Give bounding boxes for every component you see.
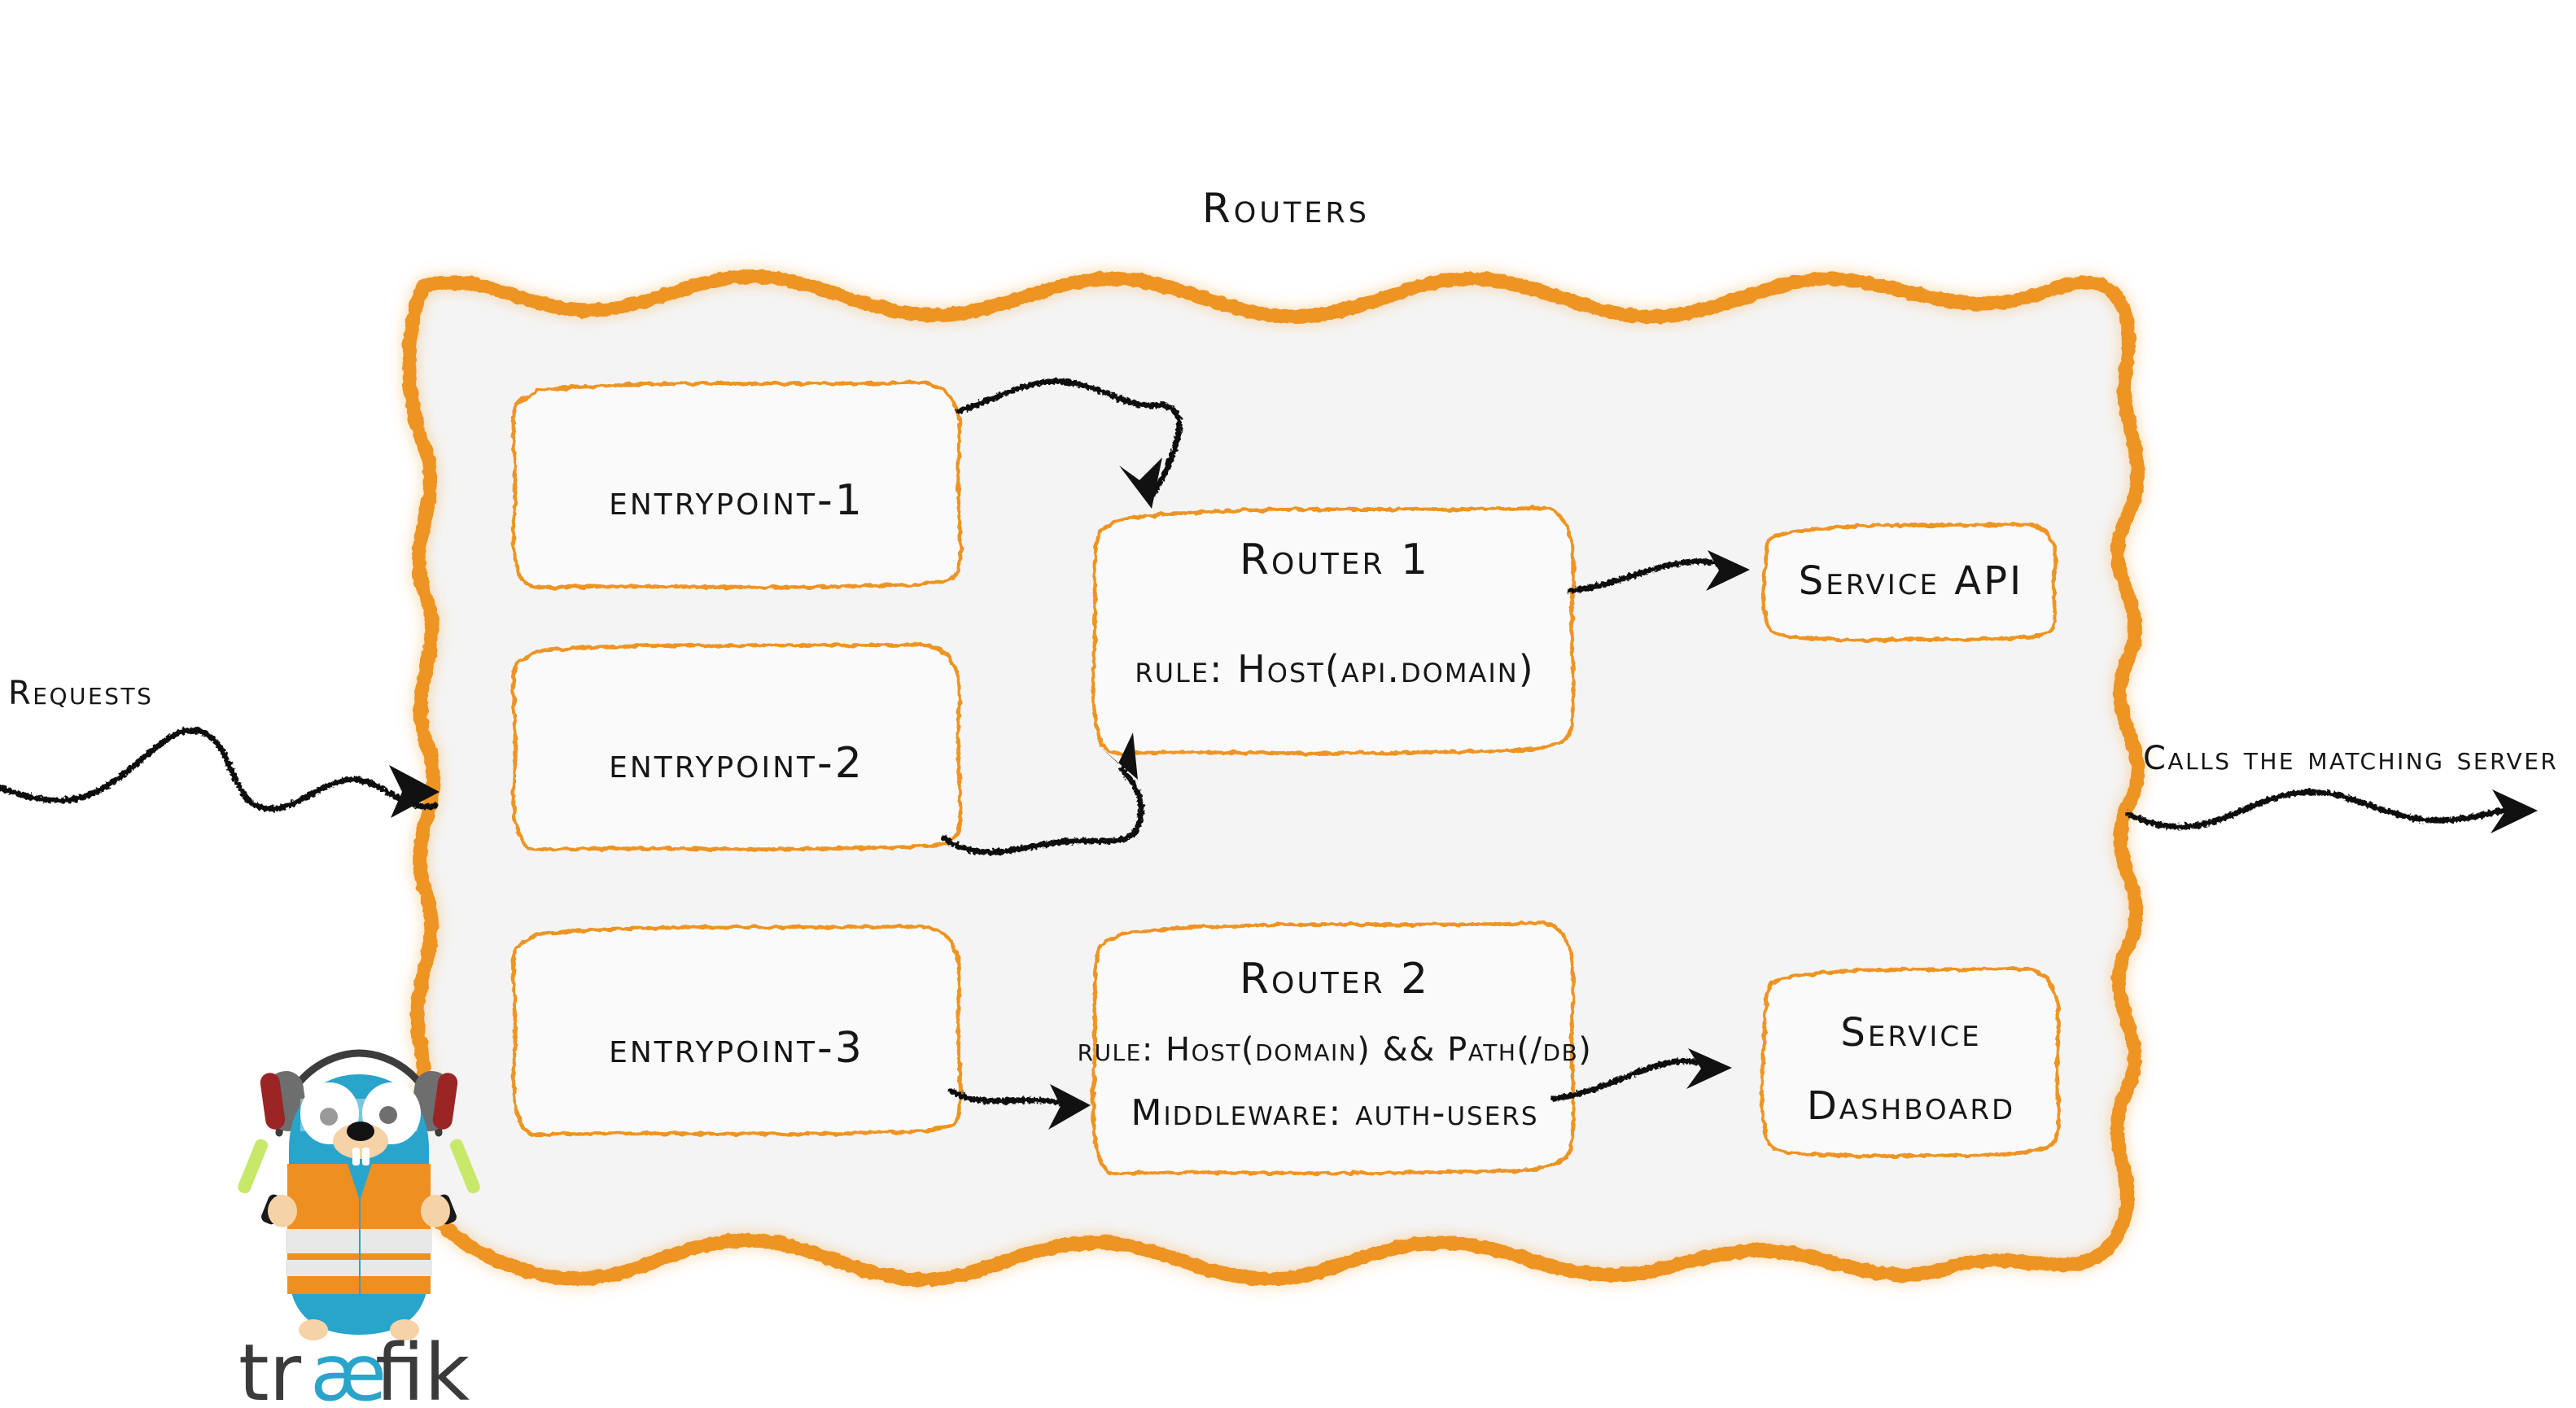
requests-label: Requests: [8, 675, 153, 712]
arrow-router1-to-serviceapi: [1568, 550, 1750, 594]
router-2-name: Router 2: [1240, 955, 1430, 1004]
glowstick-right-icon: [421, 1139, 480, 1227]
router-1-rule: rule: Host(api.domain): [1135, 647, 1534, 691]
entrypoint-3-label: entrypoint-3: [609, 1024, 864, 1073]
service-box-api[interactable]: Service API: [1761, 522, 2058, 642]
service-box-dashboard[interactable]: Service Dashboard: [1760, 966, 2061, 1158]
arrow-entrypoint2-to-router1: [941, 732, 1144, 855]
entrypoint-2-label: entrypoint-2: [609, 739, 864, 788]
arrow-router2-to-servicedashboard: [1550, 1048, 1732, 1102]
arrow-entrypoint3-to-router2: [947, 1084, 1091, 1130]
service-dashboard-line1: Service: [1840, 1010, 1981, 1056]
calls-server-label: Calls the matching server: [2143, 740, 2558, 777]
traefik-wordmark-suffix: fik: [375, 1327, 470, 1408]
service-dashboard-line2: Dashboard: [1807, 1083, 2015, 1129]
arrow-calls-server-out: [2125, 789, 2538, 833]
arrow-entrypoint1-to-router1: [956, 378, 1183, 509]
panel-title: Routers: [1202, 185, 1370, 232]
service-api-label: Service API: [1799, 558, 2023, 604]
arrow-requests-in: [0, 727, 440, 818]
traefik-wordmark-ligature: æ: [310, 1327, 387, 1408]
glowstick-left-icon: [238, 1139, 297, 1227]
gopher-foot-right: [390, 1319, 419, 1340]
safety-vest: [286, 1164, 432, 1294]
router-1-name: Router 1: [1240, 536, 1430, 584]
router-2-rule: rule: Host(domain) && Path(/db): [1078, 1031, 1593, 1069]
entrypoint-box-3[interactable]: entrypoint-3: [511, 924, 963, 1137]
gopher-foot-left: [299, 1319, 328, 1340]
router-box-1[interactable]: Router 1 rule: Host(api.domain): [1091, 505, 1576, 756]
router-box-2[interactable]: Router 2 rule: Host(domain) && Path(/db)…: [1078, 920, 1593, 1176]
entrypoint-1-label: entrypoint-1: [609, 476, 864, 525]
entrypoint-box-1[interactable]: entrypoint-1: [511, 380, 963, 590]
gopher-snout: [333, 1122, 388, 1165]
traefik-wordmark-prefix: tr: [238, 1327, 302, 1408]
entrypoint-box-2[interactable]: entrypoint-2: [511, 642, 963, 852]
traefik-logo: tr æ fik: [232, 1035, 484, 1408]
router-2-middleware: Middleware: auth-users: [1131, 1092, 1539, 1134]
